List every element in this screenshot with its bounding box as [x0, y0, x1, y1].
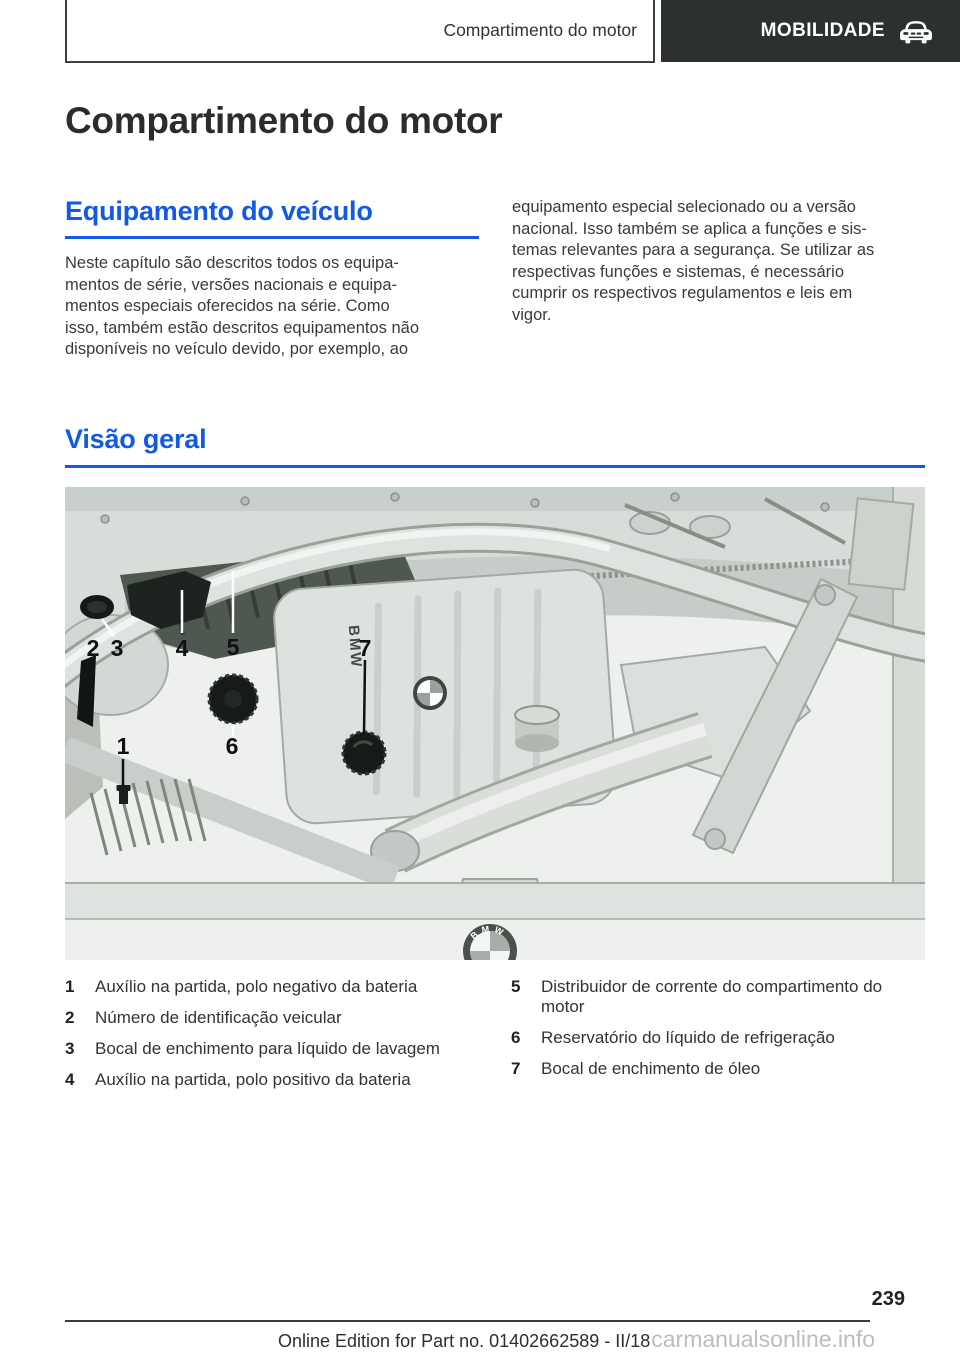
figure-label-6: 6: [226, 733, 239, 759]
legend-item-5: 5 Distribuidor de corrente do compartime…: [511, 977, 925, 1017]
section-heading-overview: Visão geral: [65, 424, 925, 468]
equipment-paragraph-right: equipamento especial selecionado ou a ve…: [512, 198, 875, 324]
footer-line: Online Edition for Part no. 01402662589 …: [278, 1326, 875, 1353]
legend-text-4: Auxílio na partida, polo positivo da bat…: [95, 1070, 411, 1089]
legend-num-6: 6: [511, 1028, 521, 1047]
legend-item-6: 6 Reservatório do líquido de refrigeraçã…: [511, 1028, 925, 1048]
figure-leader-3: [100, 618, 116, 637]
bmw-roundel-front: BMW: [463, 924, 517, 960]
breadcrumb: Compartimento do motor: [65, 0, 655, 63]
intake-duct: [384, 712, 713, 873]
chapter-tab: MOBILIDADE: [661, 0, 960, 62]
legend-num-7: 7: [511, 1059, 521, 1078]
figure-label-2: 2: [87, 635, 100, 661]
oil-filler-cap: [341, 730, 387, 776]
legend-text-7: Bocal de enchimento de óleo: [541, 1059, 761, 1078]
cowl-vent-right: [689, 515, 731, 539]
legend-text-3: Bocal de enchimento para líquido de lava…: [95, 1039, 440, 1058]
battery-negative-bolt: [116, 785, 131, 804]
legend-column-left: 1 Auxílio na partida, polo negativo da b…: [65, 977, 479, 1101]
coolant-cap: [207, 673, 259, 725]
figure-label-1: 1: [117, 733, 130, 759]
section-heading-equipment: Equipamento do veículo: [65, 196, 479, 239]
car-front-icon: [898, 18, 934, 44]
legend-text-5: Distribuidor de corrente do compartiment…: [541, 977, 883, 1016]
legend-num-5: 5: [511, 977, 521, 996]
wiper-arm-right: [764, 497, 846, 545]
legend-num-1: 1: [65, 977, 75, 996]
legend-num-4: 4: [65, 1070, 75, 1089]
legend-text-6: Reservatório do líquido de refrigeração: [541, 1028, 835, 1047]
engine-cover-bmw-text: BMW: [345, 625, 365, 670]
figure-label-4: 4: [176, 635, 189, 661]
page-number: 239: [871, 1288, 905, 1310]
equipment-paragraph-left: Neste capítulo são descritos todos os eq…: [65, 254, 420, 358]
legend-column-right: 5 Distribuidor de corrente do compartime…: [511, 977, 925, 1101]
filler-cap-gray: [514, 705, 560, 752]
hood-hinge: [847, 497, 915, 591]
support-arm: [691, 577, 859, 855]
washer-fluid-cap: [80, 595, 114, 619]
frame-rail: [65, 736, 400, 892]
legend-num-3: 3: [65, 1039, 75, 1058]
watermark-text: carmanualsonline.info: [651, 1326, 876, 1352]
figure-label-7: 7: [359, 635, 372, 661]
edition-text: Online Edition for Part no. 01402662589 …: [278, 1331, 651, 1351]
legend-item-7: 7 Bocal de enchimento de óleo: [511, 1059, 925, 1079]
legend-num-2: 2: [65, 1008, 75, 1027]
bmw-roundel-engine: [413, 676, 447, 710]
figure-legend: 1 Auxílio na partida, polo negativo da b…: [65, 977, 925, 1101]
legend-item-1: 1 Auxílio na partida, polo negativo da b…: [65, 977, 479, 997]
page-title: Compartimento do motor: [65, 100, 503, 141]
figure-leader-7: [362, 659, 367, 735]
battery-positive-cover: [127, 571, 211, 629]
footer-divider: [65, 1320, 870, 1322]
vin-plate-marker: [77, 655, 96, 727]
figure-label-5: 5: [227, 634, 240, 660]
chapter-label: MOBILIDADE: [760, 20, 885, 41]
engine-bay-figure: BMW BMW: [65, 487, 925, 960]
legend-text-2: Número de identificação veicular: [95, 1008, 342, 1027]
legend-item-4: 4 Auxílio na partida, polo positivo da b…: [65, 1070, 479, 1090]
figure-label-3: 3: [111, 635, 124, 661]
legend-item-2: 2 Número de identificação veicular: [65, 1008, 479, 1028]
legend-item-3: 3 Bocal de enchimento para líquido de la…: [65, 1039, 479, 1059]
legend-text-1: Auxílio na partida, polo negativo da bat…: [95, 977, 418, 996]
wiper-arm-left: [624, 503, 726, 549]
